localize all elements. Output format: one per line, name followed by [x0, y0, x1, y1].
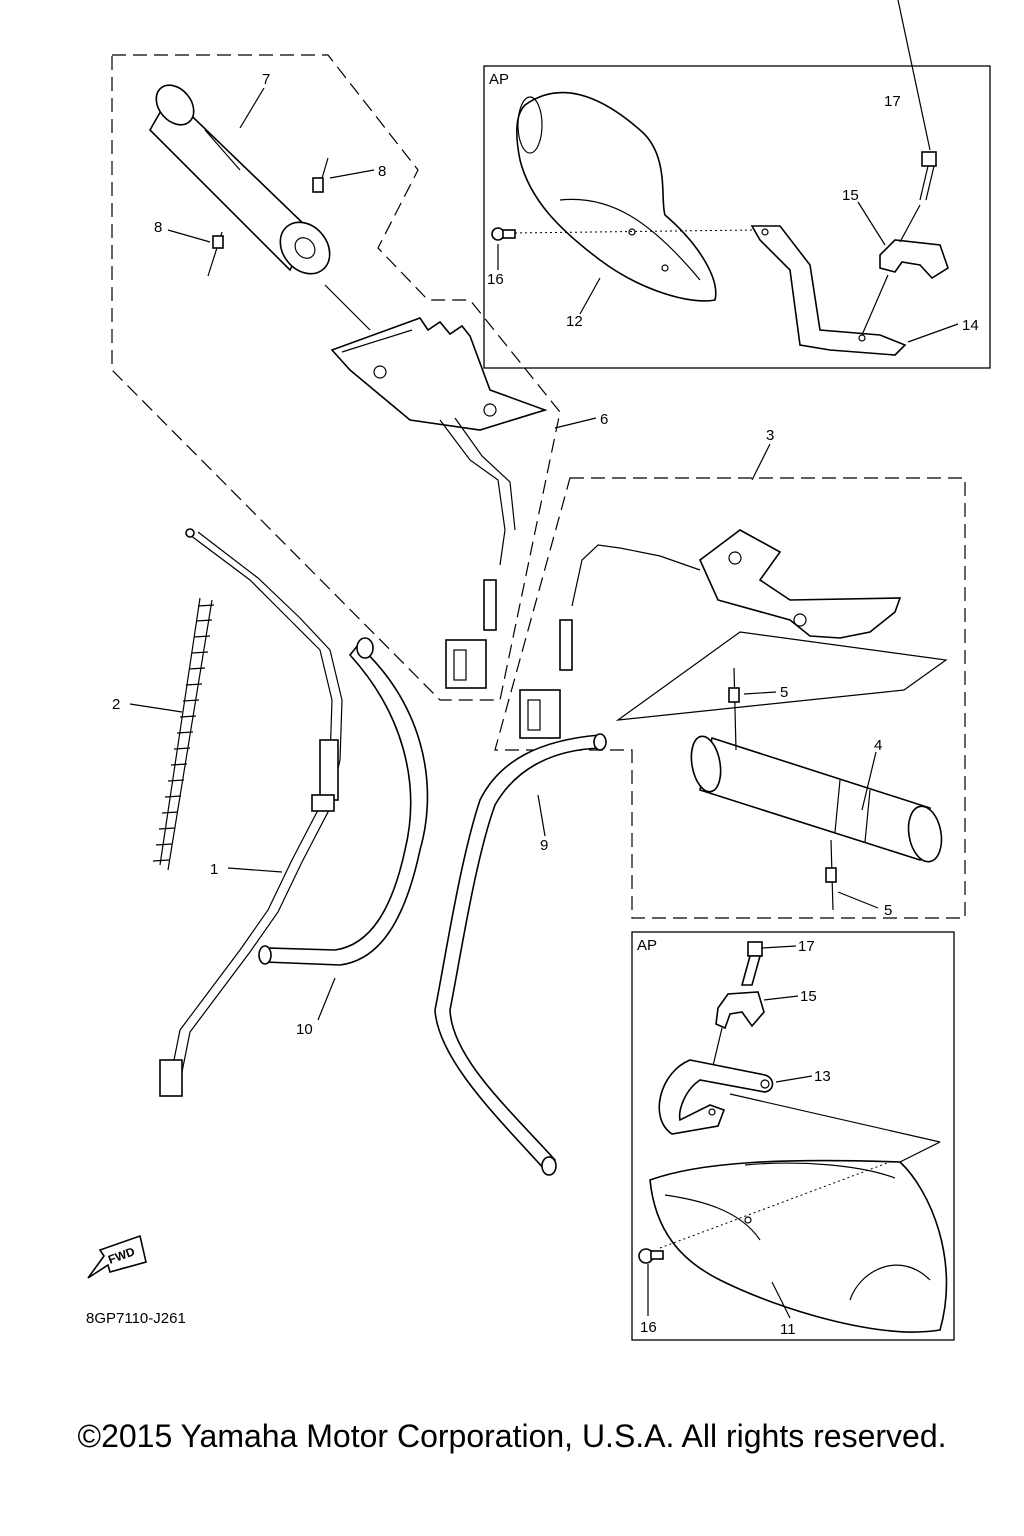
dotted-line-bottom [659, 1161, 891, 1249]
bracket-13 [658, 1059, 774, 1135]
backing-line-bottom-2 [899, 1141, 941, 1163]
label-part-16-top: 16 [487, 271, 504, 288]
label-part-16-bottom: 16 [640, 1319, 657, 1336]
ap-box-top-tag: AP [489, 71, 509, 88]
rivet-8-lower [207, 231, 224, 277]
label-part-15-top: 15 [842, 187, 859, 204]
grip-4 [690, 735, 943, 863]
label-part-1: 1 [210, 861, 218, 878]
bolt-17-bottom [740, 941, 763, 986]
ap-box-top [483, 65, 991, 369]
label-part-7: 7 [262, 71, 270, 88]
label-part-3: 3 [766, 427, 774, 444]
label-part-14: 14 [962, 317, 979, 334]
ap-box-bottom-tag: AP [637, 937, 657, 954]
cable-1 [159, 528, 343, 1097]
label-part-2: 2 [112, 696, 120, 713]
hand-guard-12 [515, 91, 717, 302]
heater-element-left [324, 284, 548, 689]
label-part-11: 11 [780, 1321, 796, 1338]
label-part-12: 12 [566, 313, 583, 330]
rivet-8-upper [312, 157, 329, 193]
leader-lines [129, 0, 959, 1319]
label-part-13: 13 [814, 1068, 831, 1085]
hand-guard-11 [649, 1159, 948, 1333]
label-part-4: 4 [874, 737, 882, 754]
hose-10 [258, 637, 429, 966]
bolt-17-top [899, 151, 937, 243]
label-part-8-upper: 8 [378, 163, 386, 180]
spring-2 [152, 597, 215, 871]
backing-line-bottom [729, 1093, 941, 1143]
rivet-5-lower [825, 839, 837, 911]
label-part-9: 9 [540, 837, 548, 854]
screw-16-top [491, 227, 516, 241]
ap-box-bottom [631, 931, 955, 1341]
label-part-8-lower: 8 [154, 219, 162, 236]
label-part-10: 10 [296, 1021, 313, 1038]
grip-7 [149, 84, 331, 275]
bracket-14 [750, 225, 907, 356]
label-part-17-top: 17 [884, 93, 901, 110]
drawing-code: 8GP7110-J261 [86, 1310, 186, 1327]
copyright-notice: ©2015 Yamaha Motor Corporation, U.S.A. A… [77, 1418, 947, 1454]
label-part-17-bottom: 17 [798, 938, 815, 955]
backing-sheet [615, 631, 948, 721]
label-part-5-lower: 5 [884, 902, 892, 919]
clamp-15-top [861, 239, 949, 336]
rivet-5-upper [728, 667, 740, 751]
clamp-15-bottom [711, 991, 765, 1071]
screw-16-bottom [638, 1248, 664, 1264]
label-part-5-upper: 5 [780, 684, 788, 701]
heater-element-right [519, 529, 902, 739]
label-part-6: 6 [600, 411, 608, 428]
label-part-15-bottom: 15 [800, 988, 817, 1005]
grip-assembly-3-outline [494, 477, 966, 919]
fwd-arrow-icon: FWD [87, 1234, 147, 1279]
hose-9 [434, 733, 607, 1176]
